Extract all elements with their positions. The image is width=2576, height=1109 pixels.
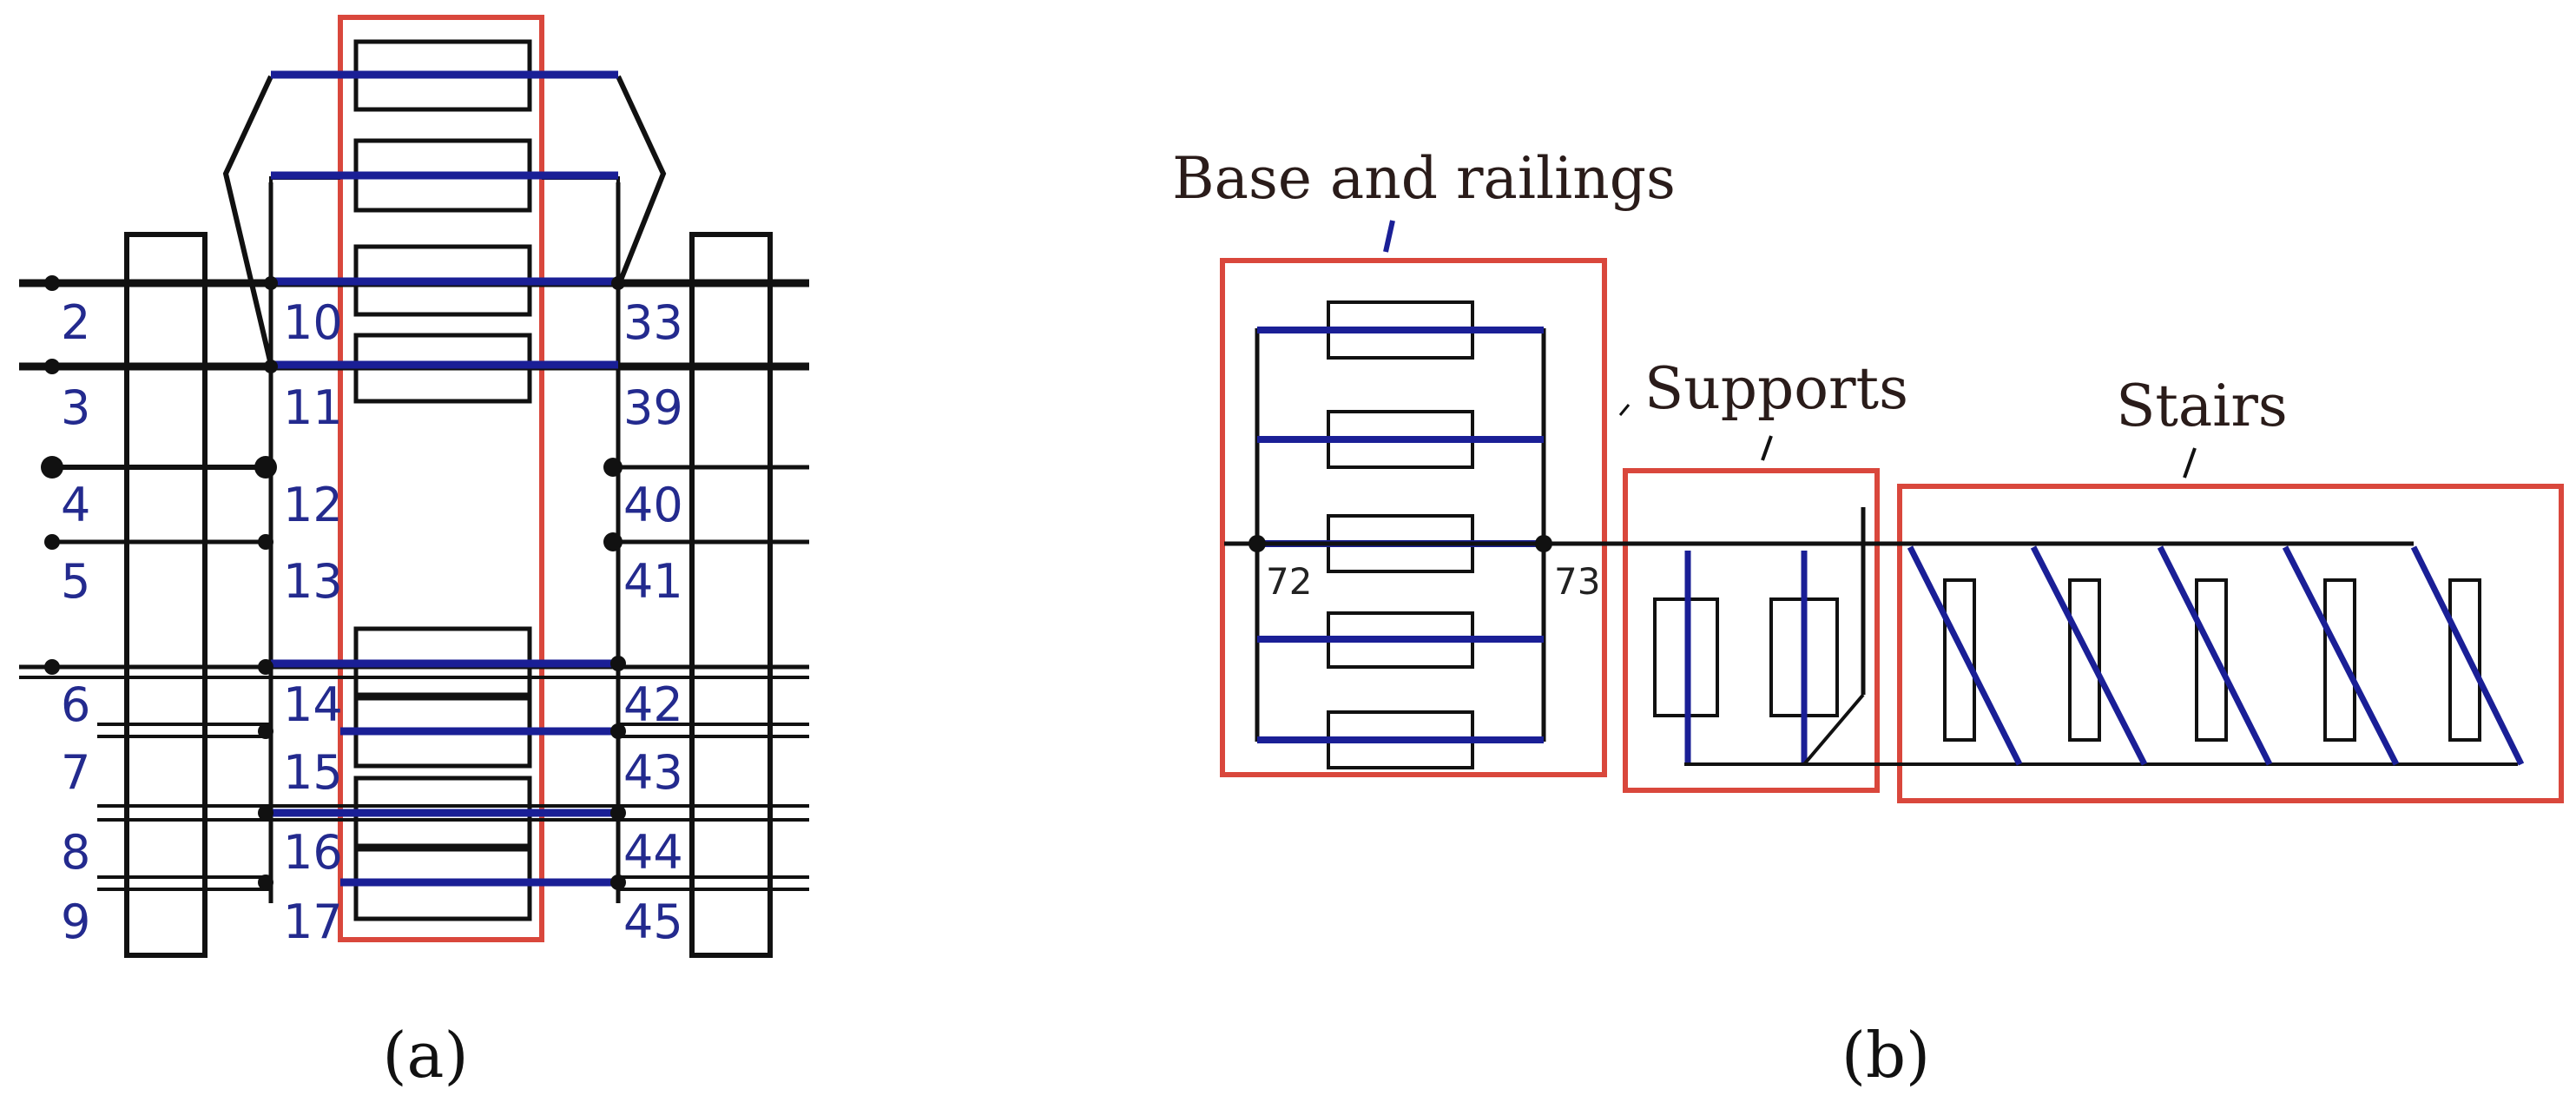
node — [610, 805, 626, 821]
node-number: 41 — [623, 554, 683, 609]
node-number: 6 — [61, 677, 90, 732]
stairs-title: Stairs — [2116, 373, 2288, 439]
node-number: 17 — [283, 894, 343, 949]
node — [258, 723, 273, 739]
node — [44, 275, 60, 291]
node — [258, 659, 273, 675]
node-number: 40 — [623, 478, 683, 532]
node — [610, 875, 626, 890]
node — [41, 456, 63, 479]
node-number: 4 — [61, 478, 90, 532]
node-number: 39 — [623, 380, 683, 435]
stair-diagonal — [2410, 545, 2525, 766]
column-right — [689, 232, 773, 958]
node-number: 3 — [61, 380, 90, 435]
stair-diagonal — [2030, 545, 2148, 766]
panel-a: 2 3 4 5 6 7 8 9 10 11 12 13 14 15 16 17 … — [19, 15, 809, 1092]
node-number: 45 — [623, 894, 683, 949]
highlight-region — [338, 15, 544, 942]
node-73 — [1535, 535, 1552, 552]
left-labels: 2 3 4 5 6 7 8 9 — [61, 295, 90, 949]
base-boxes — [1327, 300, 1474, 769]
node-number: 9 — [61, 894, 90, 949]
node-number: 11 — [283, 380, 343, 435]
stair-box — [2323, 578, 2356, 742]
node-number: 44 — [623, 825, 683, 880]
base-and-railings-title: Base and railings — [1172, 145, 1676, 212]
node — [603, 458, 623, 477]
bridge-frame-left — [222, 75, 273, 366]
node-72 — [1248, 535, 1266, 552]
stair-box — [2448, 578, 2481, 742]
node-number: 16 — [283, 825, 343, 880]
stair-diagonal — [2282, 545, 2400, 766]
stairs — [1907, 545, 2525, 766]
node-number: 8 — [61, 825, 90, 880]
node — [264, 276, 278, 290]
node — [254, 456, 277, 479]
node-number: 43 — [623, 745, 683, 800]
stairs-outline — [1897, 484, 2564, 803]
base-blue-members — [1257, 327, 1544, 743]
stair-box — [2195, 578, 2228, 742]
node — [44, 534, 60, 550]
stair-diagonal — [1907, 545, 2023, 766]
node-number: 10 — [283, 295, 343, 350]
nodes — [41, 275, 626, 890]
panel-b-caption: (b) — [1841, 1019, 1930, 1092]
node — [611, 276, 625, 290]
node-72-label: 72 — [1266, 560, 1312, 603]
node-number: 14 — [283, 677, 343, 732]
node-number: 2 — [61, 295, 90, 350]
bridge-inner-right — [542, 176, 620, 287]
node — [44, 359, 60, 374]
node-number: 13 — [283, 554, 343, 609]
support-brace — [1802, 693, 1865, 766]
supports-title: Supports — [1644, 355, 1908, 422]
node-number: 15 — [283, 745, 343, 800]
stair-diagonal — [2157, 545, 2273, 766]
node — [44, 659, 60, 675]
blue-members — [271, 70, 618, 887]
node — [258, 875, 273, 890]
panel-a-caption: (a) — [382, 1019, 468, 1092]
mid-labels: 10 11 12 13 14 15 16 17 — [283, 295, 343, 949]
node-73-label: 73 — [1554, 560, 1600, 603]
leader-tick — [1383, 220, 1395, 253]
supports — [1653, 507, 2518, 766]
node-number: 7 — [61, 745, 90, 800]
right-labels: 33 39 40 41 42 43 44 45 — [623, 295, 683, 949]
leader-tick — [1761, 435, 1773, 461]
black-beams — [19, 279, 809, 891]
node-number: 12 — [283, 478, 343, 532]
node-number: 33 — [623, 295, 683, 350]
node-number: 5 — [61, 554, 90, 609]
node — [264, 360, 278, 373]
base-and-railings-outline — [1220, 258, 1607, 777]
panel-b: Base and railings Supports Stairs — [1172, 145, 2564, 1092]
node — [610, 723, 626, 739]
column-left — [124, 232, 208, 958]
node-number: 42 — [623, 677, 683, 732]
node — [610, 656, 626, 671]
node — [258, 805, 273, 821]
leader-tick — [1618, 404, 1631, 416]
supports-outline — [1623, 468, 1880, 793]
node — [603, 532, 623, 551]
bridge-frame-right — [616, 75, 667, 288]
stair-box — [2068, 578, 2101, 742]
leader-tick — [2183, 447, 2197, 479]
stair-box — [1943, 578, 1976, 742]
node — [258, 534, 273, 550]
